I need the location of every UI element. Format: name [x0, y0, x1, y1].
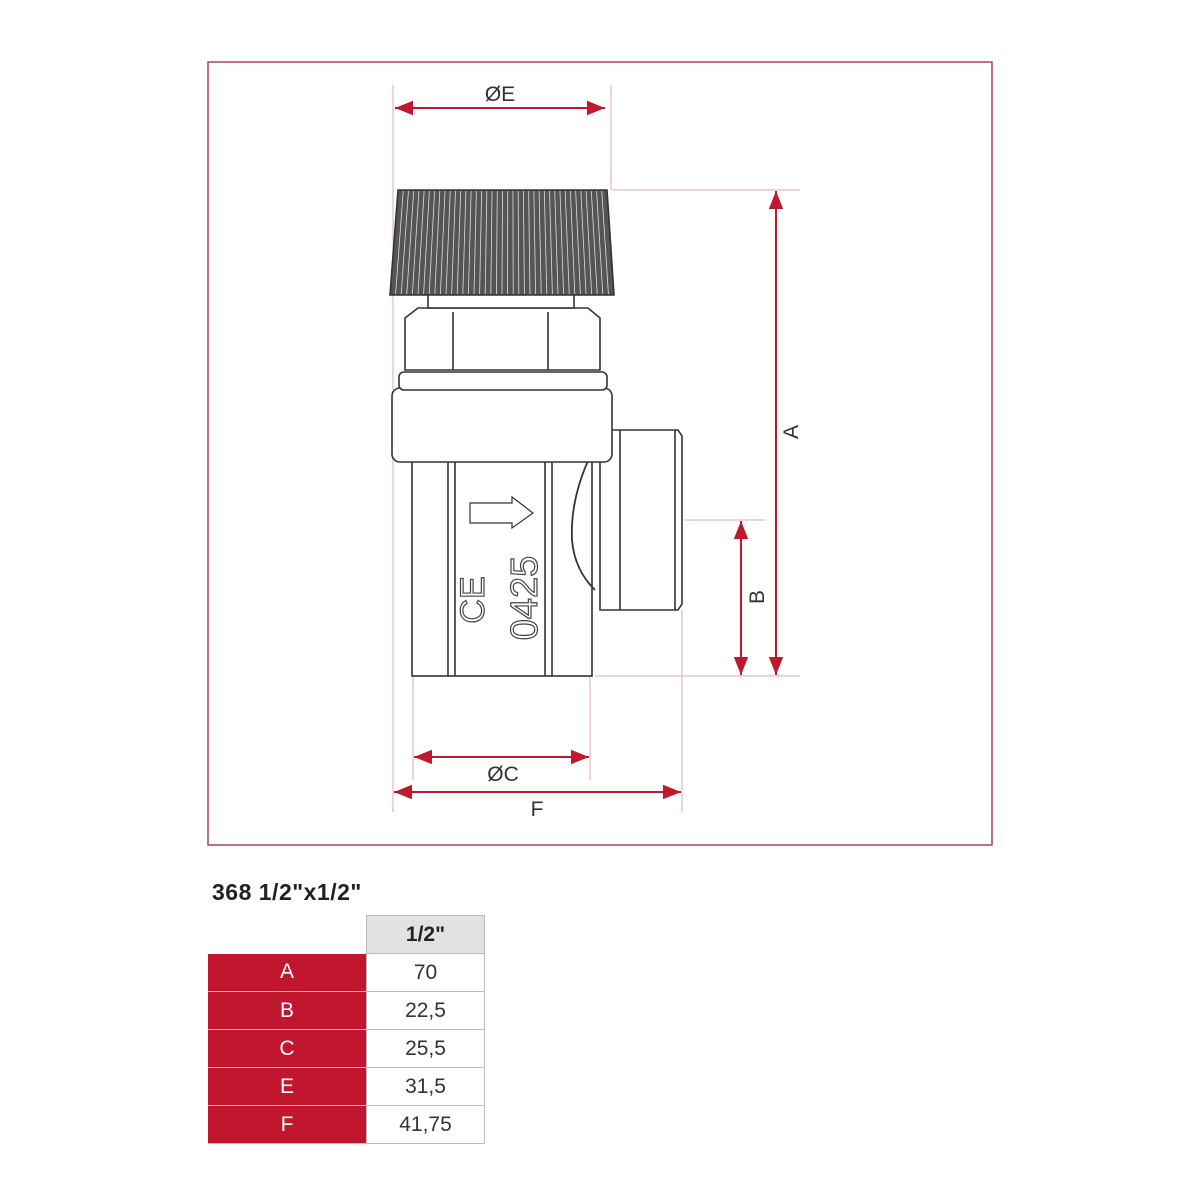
knurl-rib — [395, 190, 404, 295]
table-header-row: 1/2" — [208, 915, 485, 954]
knurl-rib — [559, 190, 564, 295]
row-label: E — [208, 1067, 367, 1106]
row-value: 22,5 — [366, 991, 485, 1030]
knurl-rib — [543, 190, 548, 295]
dimension-lines — [394, 100, 784, 800]
knurl-rib — [590, 190, 598, 295]
knurl-rib — [423, 190, 430, 295]
knurl-rib — [570, 190, 576, 295]
knurl-rib — [490, 190, 493, 295]
knurl-rib — [462, 190, 467, 295]
row-value: 31,5 — [366, 1067, 485, 1106]
knurl-rib — [528, 190, 531, 295]
row-label: A — [208, 953, 367, 992]
row-label: C — [208, 1029, 367, 1068]
knurl-rib — [468, 190, 472, 295]
knurl-rib — [596, 190, 604, 295]
knurl-rib — [412, 190, 420, 295]
knurl-rib — [575, 190, 581, 295]
knurl-rib — [451, 190, 456, 295]
ce-mark: CE — [454, 576, 492, 623]
label-a: A — [780, 425, 803, 439]
row-label: F — [208, 1105, 367, 1144]
knurl-rib — [496, 190, 498, 295]
label-f: F — [531, 798, 544, 821]
knurl-rib — [473, 190, 477, 295]
drawing-frame — [207, 61, 993, 846]
flow-arrow-icon — [469, 495, 535, 530]
knurl-rib — [417, 190, 425, 295]
knurl-rib — [601, 190, 609, 295]
knurl-rib — [580, 190, 587, 295]
knurl-rib — [445, 190, 451, 295]
body-band — [391, 387, 613, 463]
knurl-rib — [517, 190, 520, 295]
knurl-rib — [440, 190, 446, 295]
knurl-rib — [400, 190, 409, 295]
technical-drawing: ØE A B ØC F CE 0425 — [207, 61, 993, 846]
product-title: 368 1/2"x1/2" — [212, 879, 362, 905]
knurl-rib — [564, 190, 570, 295]
knurl-rib — [434, 190, 441, 295]
knurl-rib — [479, 190, 482, 295]
knurl-rib — [484, 190, 488, 295]
label-c: ØC — [487, 763, 519, 786]
hex-nut — [404, 307, 601, 371]
row-value: 41,75 — [366, 1105, 485, 1144]
column-header-size: 1/2" — [366, 915, 485, 954]
row-value: 70 — [366, 953, 485, 992]
label-b: B — [746, 590, 769, 604]
label-e: ØE — [485, 83, 515, 106]
knurl-rib — [533, 190, 536, 295]
knurl-rib — [538, 190, 542, 295]
knurl-rib — [549, 190, 553, 295]
row-label: B — [208, 991, 367, 1030]
knurl-rib — [456, 190, 462, 295]
table-corner — [208, 915, 367, 954]
knurl-rib — [501, 190, 503, 295]
knurl-rib — [523, 190, 525, 295]
knurl-rib — [554, 190, 559, 295]
knurl-rib — [406, 190, 415, 295]
body-number: 0425 — [504, 556, 546, 641]
lower-body — [411, 459, 593, 677]
body-markings: CE 0425 — [453, 555, 546, 641]
knurl-rib — [585, 190, 592, 295]
knurl-rib — [428, 190, 435, 295]
row-value: 25,5 — [366, 1029, 485, 1068]
valve — [389, 189, 683, 677]
